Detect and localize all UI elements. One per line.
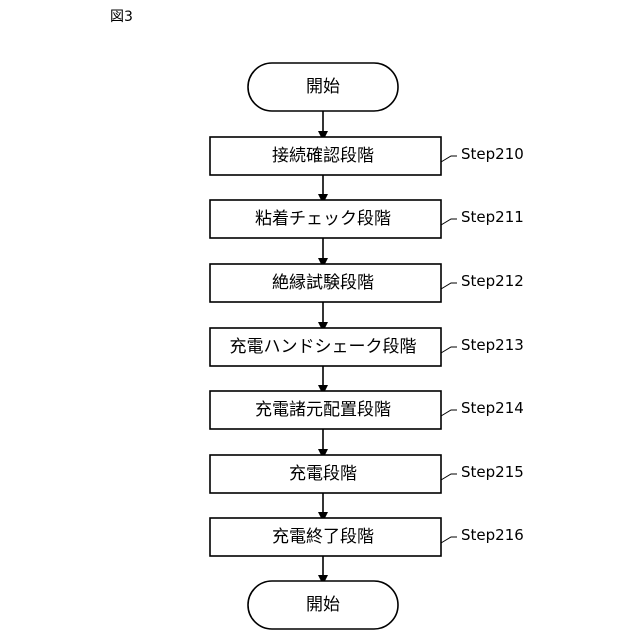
- process-label: 絶縁試験段階: [272, 273, 374, 293]
- leader-line: [441, 156, 457, 162]
- step-label: Step211: [461, 208, 524, 226]
- process-label: 粘着チェック段階: [255, 209, 391, 229]
- step-label: Step213: [461, 336, 524, 354]
- step-label: Step216: [461, 526, 524, 544]
- leader-line: [441, 537, 457, 543]
- start-label: 開始: [306, 77, 340, 97]
- leader-line: [441, 347, 457, 353]
- step-label: Step215: [461, 463, 524, 481]
- leader-line: [441, 474, 457, 480]
- leader-line: [441, 410, 457, 416]
- leader-line: [441, 283, 457, 289]
- process-label: 接続確認段階: [272, 146, 374, 166]
- process-label: 充電段階: [289, 464, 357, 484]
- process-label: 充電終了段階: [272, 527, 374, 547]
- step-label: Step212: [461, 272, 524, 290]
- process-label: 充電ハンドシェーク段階: [230, 337, 417, 357]
- step-label: Step210: [461, 145, 524, 163]
- leader-line: [441, 219, 457, 225]
- end-label: 開始: [306, 595, 340, 615]
- step-label: Step214: [461, 399, 524, 417]
- process-label: 充電諸元配置段階: [255, 400, 391, 420]
